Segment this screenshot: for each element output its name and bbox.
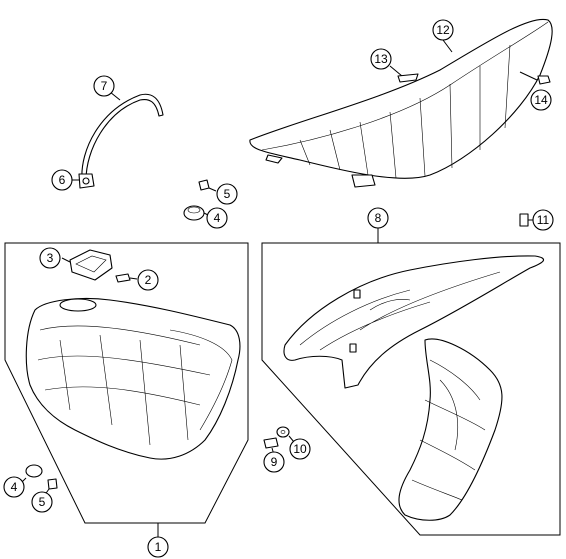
side-panel-upper	[283, 255, 544, 389]
svg-text:4: 4	[11, 480, 18, 494]
callout-9: 9	[263, 451, 285, 473]
svg-text:6: 6	[59, 173, 66, 187]
callout-5-bottom: 5	[31, 491, 53, 513]
leader-line-13	[389, 65, 403, 77]
callout-1: 1	[147, 536, 169, 558]
svg-text:10: 10	[293, 442, 307, 456]
svg-text:8: 8	[375, 211, 382, 225]
callout-5-top: 5	[216, 183, 238, 205]
seat-clip	[397, 73, 419, 83]
callout-8: 8	[367, 207, 389, 229]
fuel-tank-group-outline	[4, 242, 249, 524]
svg-text:2: 2	[145, 273, 152, 287]
callout-12: 12	[432, 19, 454, 41]
svg-text:1: 1	[155, 540, 162, 554]
callout-10: 10	[289, 438, 311, 460]
fuel-tank	[25, 297, 241, 460]
svg-text:11: 11	[537, 213, 550, 227]
svg-text:14: 14	[534, 93, 548, 107]
callout-4-bottom: 4	[3, 476, 25, 498]
svg-text:3: 3	[47, 251, 54, 265]
callout-13: 13	[370, 48, 392, 70]
breather-hose	[81, 93, 164, 181]
side-panel-lower	[398, 338, 503, 521]
fuel-valve	[70, 173, 95, 189]
callout-14: 14	[530, 89, 552, 111]
callout-6: 6	[51, 169, 73, 191]
side-panel-group-outline	[261, 242, 561, 536]
rubber-buffer-4-bottom	[19, 464, 43, 485]
leader-line-7	[109, 91, 121, 101]
callout-7: 7	[93, 75, 115, 97]
svg-text:5: 5	[39, 495, 46, 509]
seat	[249, 18, 553, 188]
svg-text:5: 5	[224, 187, 231, 201]
screw-5-top	[198, 179, 217, 192]
callout-2: 2	[137, 269, 159, 291]
svg-text:9: 9	[271, 455, 278, 469]
callout-11: 11	[532, 209, 554, 231]
callout-3: 3	[39, 247, 61, 269]
callout-4-top: 4	[206, 207, 228, 229]
svg-text:13: 13	[374, 52, 388, 66]
fuel-cap	[61, 249, 113, 281]
rubber-buffer-4-top	[183, 205, 211, 221]
screw-2	[115, 273, 138, 283]
svg-text:4: 4	[214, 211, 221, 225]
leader-line-12	[442, 39, 453, 53]
svg-text:12: 12	[436, 23, 450, 37]
washer-10	[276, 426, 295, 443]
screw-11	[519, 213, 534, 227]
svg-text:7: 7	[101, 79, 108, 93]
screw-14	[519, 71, 551, 85]
